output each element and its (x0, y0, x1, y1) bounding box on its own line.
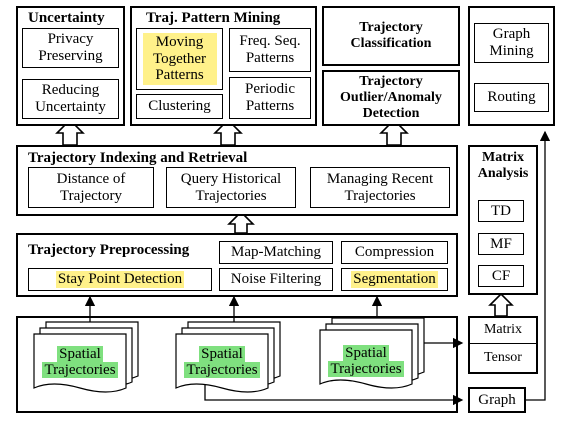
preprocessing-title: Trajectory Preprocessing (28, 242, 190, 258)
graph-box: Graph (468, 387, 526, 413)
segmentation-box: Segmentation (341, 268, 448, 291)
periodic-patterns-box: Periodic Patterns (229, 77, 311, 119)
indexing-retrieval-title: Trajectory Indexing and Retrieval (28, 150, 248, 166)
segmentation-label: Segmentation (351, 271, 438, 288)
managing-recent-box: Managing Recent Trajectories (310, 167, 450, 208)
compression-box: Compression (341, 241, 448, 264)
trajectory-classification-box: Trajectory Classification (322, 6, 460, 66)
moving-together-label: Moving Together Patterns (142, 32, 217, 86)
clustering-box: Clustering (136, 94, 223, 119)
uncertainty-title: Uncertainty (28, 10, 105, 26)
trajectory-outlier-box: Trajectory Outlier/Anomaly Detection (322, 70, 460, 126)
td-box: TD (478, 200, 524, 222)
distance-of-trajectory-box: Distance of Trajectory (28, 167, 154, 208)
freq-seq-patterns-box: Freq. Seq. Patterns (229, 28, 311, 72)
matrix-tensor-divider (470, 343, 536, 344)
doc2-trajectories-label: Trajectories (184, 362, 260, 379)
doc1-spatial-label: Spatial (57, 346, 103, 362)
doc1-text: Spatial Trajectories (34, 346, 126, 379)
matrix-tensor-group (468, 316, 538, 374)
stay-point-label: Stay Point Detection (55, 271, 185, 288)
doc1-trajectories-label: Trajectories (42, 362, 118, 379)
tensor-label: Tensor (484, 350, 522, 366)
moving-together-box: Moving Together Patterns (136, 28, 223, 90)
matrix-label: Matrix (483, 322, 523, 338)
doc3-text: Spatial Trajectories (320, 345, 412, 378)
cf-box: CF (478, 265, 524, 287)
reducing-uncertainty-box: Reducing Uncertainty (22, 79, 119, 119)
stay-point-box: Stay Point Detection (28, 268, 212, 291)
doc3-spatial-label: Spatial (343, 345, 389, 361)
pattern-mining-title: Traj. Pattern Mining (146, 10, 281, 26)
doc3-trajectories-label: Trajectories (328, 361, 404, 378)
graph-mining-box: Graph Mining (474, 23, 549, 63)
matrix-analysis-title: Matrix Analysis (477, 150, 529, 182)
doc2-spatial-label: Spatial (199, 346, 245, 362)
block-arrow-matrix-analysis (488, 292, 514, 317)
mf-box: MF (478, 233, 524, 255)
routing-box: Routing (474, 83, 549, 112)
noise-filtering-box: Noise Filtering (219, 268, 333, 291)
data-layer-group (16, 316, 458, 413)
map-matching-box: Map-Matching (219, 241, 333, 264)
doc2-text: Spatial Trajectories (176, 346, 268, 379)
query-historical-box: Query Historical Trajectories (166, 167, 296, 208)
privacy-preserving-box: Privacy Preserving (22, 28, 119, 68)
